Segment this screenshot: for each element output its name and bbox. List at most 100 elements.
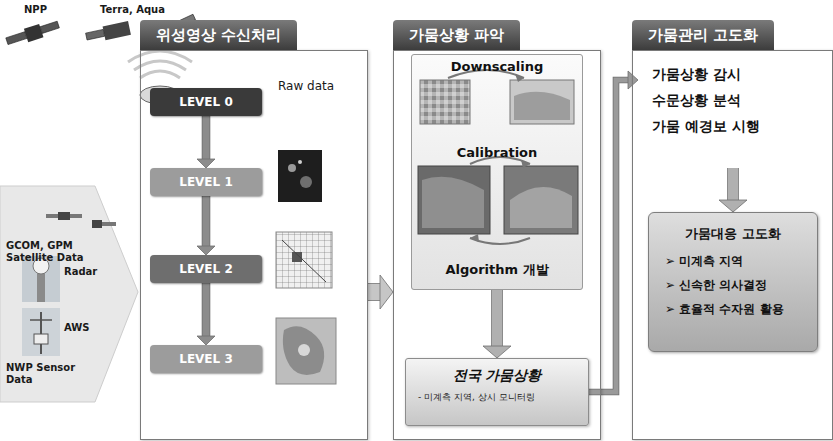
connector (197, 283, 215, 345)
connector-outline (491, 290, 503, 347)
connector-line (203, 116, 210, 160)
analysis-background (411, 54, 583, 290)
satellite-npp (5, 18, 61, 48)
caption-label: Radar (64, 266, 108, 278)
connector-outline (202, 196, 211, 247)
connector (197, 116, 215, 168)
signal-waves (128, 51, 192, 62)
level-box: LEVEL 1 (150, 168, 262, 196)
downscaling-images (510, 80, 574, 124)
gcom-gpm-satellites (46, 214, 58, 218)
downscaling-images (420, 70, 574, 124)
node-title: LEVEL 1 (175, 168, 237, 196)
level1-image (300, 176, 312, 188)
aws-photo (40, 312, 42, 354)
level2-image (276, 232, 332, 288)
node-title: 가뭄상황 감시 (652, 66, 814, 84)
node-text: 수문상황 분석 (652, 92, 814, 110)
satellite-terra (103, 21, 131, 40)
calibration-images (418, 166, 490, 234)
stage-panel: 가뭄상황 파악DownscalingCalibrationAlgorithm 개… (393, 20, 601, 440)
level1-image (298, 160, 302, 164)
aws-photo (30, 319, 52, 321)
aws-photo (22, 308, 60, 356)
node-text: Algorithm 개발 (412, 261, 582, 279)
aws-photo (22, 308, 60, 356)
level-box: LEVEL 2 (150, 255, 262, 283)
node-title: LEVEL 3 (175, 345, 237, 373)
panel-heading: 가뭄관리 고도화 (632, 20, 774, 50)
level3-image (276, 318, 336, 384)
level3-image (283, 326, 324, 375)
analysis-background (411, 54, 583, 290)
radar-photo (37, 270, 45, 302)
connector-line (728, 168, 738, 201)
caption-label: NWP Sensor Data (6, 362, 86, 386)
calibration-images (470, 234, 479, 242)
panel-heading: 위성영상 수신처리 (140, 20, 297, 50)
signal-waves (128, 51, 192, 78)
calibration-images (418, 157, 578, 244)
arrow-head (628, 71, 638, 89)
aws-photo (34, 334, 48, 344)
level1-image (278, 150, 322, 202)
level1-image (288, 164, 296, 172)
downscaling-images (514, 92, 570, 120)
arrow-head (380, 275, 393, 309)
connector-outline (727, 168, 739, 201)
level2-image (282, 240, 326, 282)
connector-line (203, 196, 210, 247)
calibration-images (504, 166, 578, 234)
connector-outline (202, 283, 211, 337)
arrow-head (197, 159, 215, 168)
level3-image (276, 318, 336, 384)
arrow-head (483, 346, 511, 358)
caption-label: NPP (24, 4, 64, 16)
node-text: Calibration (412, 145, 582, 160)
node-title: LEVEL 2 (175, 255, 237, 283)
signal-waves (134, 61, 186, 70)
downscaling-images (420, 80, 470, 124)
sensor-arrow (0, 186, 138, 402)
node-text: ➢ 미계측 지역 (665, 253, 807, 270)
connector (483, 290, 511, 358)
satellite-terra (85, 21, 131, 44)
level1-image (278, 150, 322, 202)
response-box: 가뭄대응 고도화➢ 미계측 지역➢ 신속한 의사결정➢ 효율적 수자원 활용 (648, 212, 818, 352)
level-box: LEVEL 0 (150, 88, 262, 116)
connector (197, 196, 215, 255)
connector-outline (202, 116, 211, 160)
connector-outline (368, 283, 381, 301)
node-title: LEVEL 0 (175, 88, 237, 116)
gcom-gpm-satellites (58, 212, 70, 220)
connector-line (589, 80, 629, 392)
gcom-gpm-satellites (102, 222, 116, 226)
level3-image (298, 344, 310, 356)
arrow-head (719, 200, 747, 212)
node-text: ➢ 효율적 수자원 활용 (665, 301, 807, 318)
calibration-images (521, 160, 530, 168)
node-text: - 미계측 지역, 상시 모니터링 (412, 391, 582, 404)
calibration-images (422, 177, 484, 228)
result-box: 전국 가뭄상황 - 미계측 지역, 상시 모니터링 (405, 358, 589, 426)
gcom-gpm-satellites (70, 214, 82, 218)
satellite-npp (6, 32, 27, 45)
gcom-gpm-satellites (46, 212, 116, 228)
caption-label: Raw data (278, 80, 338, 92)
connector-line (368, 284, 381, 300)
connector (719, 168, 747, 212)
node-title: 가뭄대응 고도화 (659, 225, 807, 243)
signal-waves (140, 71, 180, 78)
node-title: 전국 가뭄상황 (412, 367, 582, 385)
caption-label: AWS (64, 322, 104, 334)
connector-line (203, 283, 210, 337)
caption-label: Terra, Aqua (100, 4, 190, 16)
caption-label: GCOM, GPM Satellite Data (6, 240, 106, 264)
sensor-arrow (0, 186, 138, 402)
arrow-head (197, 246, 215, 255)
satellite-npp (40, 21, 59, 33)
panel-heading: 가뭄상황 파악 (393, 20, 520, 50)
connector-line (492, 290, 502, 347)
